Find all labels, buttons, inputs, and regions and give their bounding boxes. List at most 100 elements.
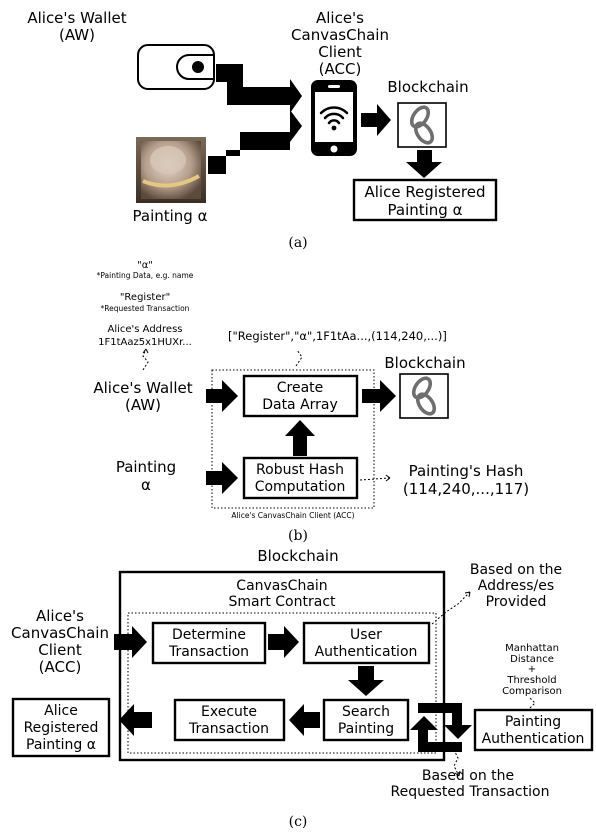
client-label-c: Client xyxy=(38,641,82,659)
blockchain-label-b: Blockchain xyxy=(384,354,465,372)
address-note: Based on the xyxy=(470,562,562,578)
painting-label-b: Painting xyxy=(116,458,176,476)
caption-c: (c) xyxy=(289,814,308,830)
manhattan-label: Comparison xyxy=(502,686,562,697)
data-array-text: ["Register","α",1F1tAa...,(114,240,...)] xyxy=(228,329,447,343)
client-label: Client xyxy=(318,43,362,61)
create-label: Data Array xyxy=(262,397,338,413)
client-label: Alice's xyxy=(316,9,364,27)
address-note-pointer xyxy=(431,591,471,625)
determine-to-auth-arrow xyxy=(268,626,299,658)
requested-note: Requested Transaction xyxy=(391,784,550,800)
hash-label: Computation xyxy=(255,479,346,495)
execute-transaction-box xyxy=(173,698,286,742)
determine-label: Determine xyxy=(172,627,246,643)
execute-label: Execute xyxy=(201,704,257,720)
client-to-blockchain-arrow xyxy=(361,104,391,136)
determine-transaction-box xyxy=(151,621,267,665)
execute-label: Transaction xyxy=(188,721,269,737)
wallet-to-create-arrow xyxy=(206,380,238,412)
painting-to-client-arrow xyxy=(208,110,302,174)
requested-note-pointer-head xyxy=(454,770,461,777)
search-label: Painting xyxy=(338,721,394,737)
client-label-c: (ACC) xyxy=(39,658,82,676)
manhattan-pointer xyxy=(529,697,536,709)
wallet-label: (AW) xyxy=(59,26,95,44)
panel-a: Alice's Wallet (AW) Painting α Alice's C… xyxy=(27,9,498,251)
wallet-label-b: Alice's Wallet xyxy=(93,379,192,397)
painting-label-b: α xyxy=(141,476,151,494)
painting-data-value: "α" xyxy=(137,260,153,271)
result-label-c: Painting α xyxy=(26,737,96,753)
user-auth-label: User xyxy=(350,627,382,643)
contract-label: CanvasChain xyxy=(236,578,327,594)
client-to-determine-arrow xyxy=(114,626,147,658)
wallet-to-client-arrow xyxy=(216,64,302,113)
user-authentication-box xyxy=(302,621,431,665)
create-data-array-box xyxy=(242,374,359,418)
hash-output-value: (114,240,...,117) xyxy=(403,480,529,498)
create-label: Create xyxy=(277,380,324,396)
panel-c: Blockchain CanvasChain Smart Contract Al… xyxy=(11,547,594,830)
registered-painting-box-c xyxy=(11,697,111,758)
address-note-pointer-head xyxy=(464,591,471,598)
result-label-c: Alice xyxy=(44,703,78,719)
hash-to-create-arrow xyxy=(285,420,315,456)
manhattan-label: + xyxy=(528,664,536,675)
blockchain-label-c: Blockchain xyxy=(257,547,338,565)
determine-label: Transaction xyxy=(168,644,249,660)
wallet-icon xyxy=(137,44,215,90)
register-value: "Register" xyxy=(120,292,170,303)
client-label-c: CanvasChain xyxy=(11,624,109,642)
manhattan-label: Manhattan xyxy=(505,643,559,654)
address-value: 1F1tAaz5x1HUXr... xyxy=(98,337,192,348)
painting-auth-label: Authentication xyxy=(482,731,585,747)
hash-output-label: Painting's Hash xyxy=(409,462,524,480)
result-label: Alice Registered xyxy=(364,183,485,201)
address-note: Provided xyxy=(486,594,547,610)
painting-to-hash-arrow xyxy=(206,462,238,494)
result-label-c: Registered xyxy=(24,720,99,736)
painting-thumbnail xyxy=(136,137,206,203)
client-frame xyxy=(211,369,375,509)
requested-note: Based on the xyxy=(422,768,514,784)
wallet-label-b: (AW) xyxy=(125,396,161,414)
auth-to-search-arrow xyxy=(348,666,384,696)
manhattan-label: Distance xyxy=(510,654,554,665)
execute-to-result-arrow xyxy=(119,704,152,736)
hash-label: Robust Hash xyxy=(256,462,344,478)
registered-painting-box xyxy=(352,178,498,222)
painting-label: Painting α xyxy=(133,207,208,225)
caption-b: (b) xyxy=(288,528,308,544)
client-label: CanvasChain xyxy=(291,26,389,44)
user-auth-label: Authentication xyxy=(315,644,418,660)
requested-note-pointer xyxy=(451,745,460,777)
create-to-blockchain-arrow xyxy=(362,380,396,412)
search-painting-box xyxy=(322,698,410,742)
client-frame-label: Alice's CanvasChain Client (ACC) xyxy=(231,511,354,520)
register-note: *Requested Transaction xyxy=(101,304,190,313)
wifi-icon xyxy=(319,106,349,131)
robust-hash-box xyxy=(242,456,359,500)
hash-pointer xyxy=(359,477,391,481)
contract-label: Smart Contract xyxy=(228,594,336,610)
panel-b: "α" *Painting Data, e.g. name "Register"… xyxy=(93,260,529,544)
address-note: Address/es xyxy=(478,578,554,594)
blockchain-icon xyxy=(396,101,448,149)
search-label: Search xyxy=(342,704,390,720)
search-auth-exchange-arrows xyxy=(410,703,472,752)
address-pointer xyxy=(142,348,149,371)
wallet-label: Alice's Wallet xyxy=(27,9,126,27)
blockchain-label: Blockchain xyxy=(387,78,468,96)
client-label: (ACC) xyxy=(319,60,362,78)
address-label: Alice's Address xyxy=(107,324,182,335)
smartphone-icon xyxy=(311,80,357,156)
array-pointer xyxy=(295,349,303,367)
blockchain-to-result-arrow xyxy=(406,150,442,178)
painting-authentication-box xyxy=(473,708,594,752)
address-pointer-head xyxy=(142,348,149,354)
blockchain-icon-b xyxy=(398,372,450,420)
caption-a: (a) xyxy=(288,235,307,251)
manhattan-label: Threshold xyxy=(506,675,556,686)
